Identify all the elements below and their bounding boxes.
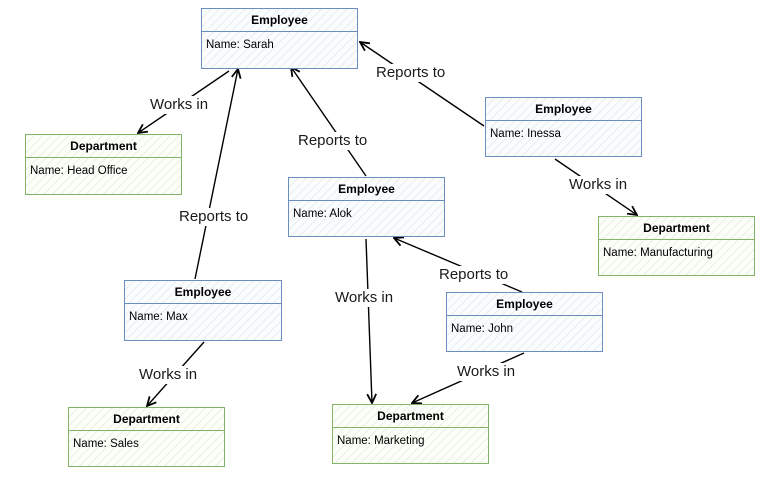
edge-reports-to-alok-to-sarah[interactable] (291, 67, 367, 177)
edge-label-reports-to: Reports to (297, 132, 369, 150)
employee-name-field: Name: John (451, 323, 514, 335)
edge-label-works-in: Works in (568, 176, 629, 194)
employee-name-field: Name: Inessa (490, 128, 561, 140)
employee-header: Employee (447, 293, 602, 316)
edge-reports-to-max-to-sarah[interactable] (194, 69, 238, 280)
department-name-field: Name: Head Office (30, 165, 128, 177)
employee-header: Employee (486, 98, 641, 121)
employee-header: Employee (125, 281, 281, 304)
edge-label-works-in: Works in (456, 363, 517, 381)
department-name-field: Name: Sales (73, 438, 139, 450)
employee-header: Employee (202, 9, 357, 32)
edge-label-reports-to: Reports to (438, 266, 510, 284)
department-header: Department (69, 408, 224, 431)
department-name-field: Name: Manufacturing (603, 247, 713, 259)
edge-label-reports-to: Reports to (375, 64, 447, 82)
edge-reports-to-inessa-to-sarah[interactable] (360, 42, 485, 127)
department-name-field: Name: Marketing (337, 435, 425, 447)
employee-header: Employee (289, 178, 444, 201)
department-header: Department (26, 135, 181, 158)
employee-name-field: Name: Max (129, 311, 188, 323)
edge-label-works-in: Works in (334, 289, 395, 307)
employee-name-field: Name: Alok (293, 208, 352, 220)
edge-label-reports-to: Reports to (178, 208, 250, 226)
edge-works-in-alok-to-marketing[interactable] (365, 238, 372, 403)
department-header: Department (599, 217, 754, 240)
department-header: Department (333, 405, 488, 428)
edge-label-works-in: Works in (138, 366, 199, 384)
edge-label-works-in: Works in (149, 96, 210, 114)
employee-name-field: Name: Sarah (206, 39, 274, 51)
